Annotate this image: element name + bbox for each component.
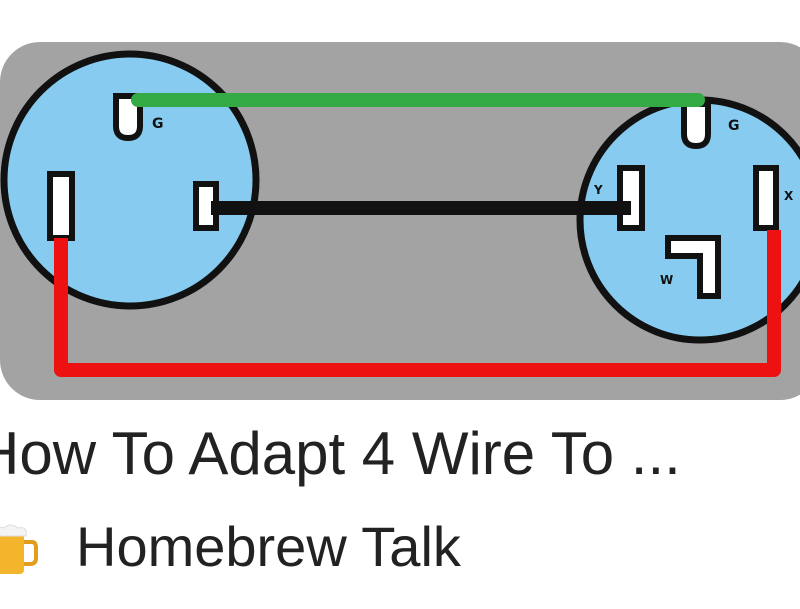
left-ground-label: G (152, 116, 164, 132)
right-y-slot (617, 165, 645, 231)
result-thumbnail[interactable]: G G Y X W (0, 42, 800, 400)
result-source[interactable]: Homebrew Talk (0, 512, 461, 582)
right-receptacle: G Y X W (576, 96, 800, 344)
right-ground-label: G (728, 118, 740, 134)
left-receptacle: G (0, 50, 260, 310)
red-hot-wire (54, 230, 781, 377)
result-title[interactable]: How To Adapt 4 Wire To ... (0, 420, 681, 487)
beer-mug-icon (0, 512, 38, 582)
right-y-label: Y (593, 183, 603, 197)
source-name: Homebrew Talk (76, 515, 461, 578)
left-ground-slot (113, 93, 143, 142)
right-w-slot (665, 235, 721, 299)
right-x-slot (753, 165, 779, 231)
wiring-diagram-image: G G Y X W (0, 42, 800, 400)
left-hot-slot (47, 171, 75, 241)
right-x-label: X (784, 189, 794, 203)
right-w-label: W (660, 273, 673, 287)
right-ground-slot (681, 101, 711, 150)
